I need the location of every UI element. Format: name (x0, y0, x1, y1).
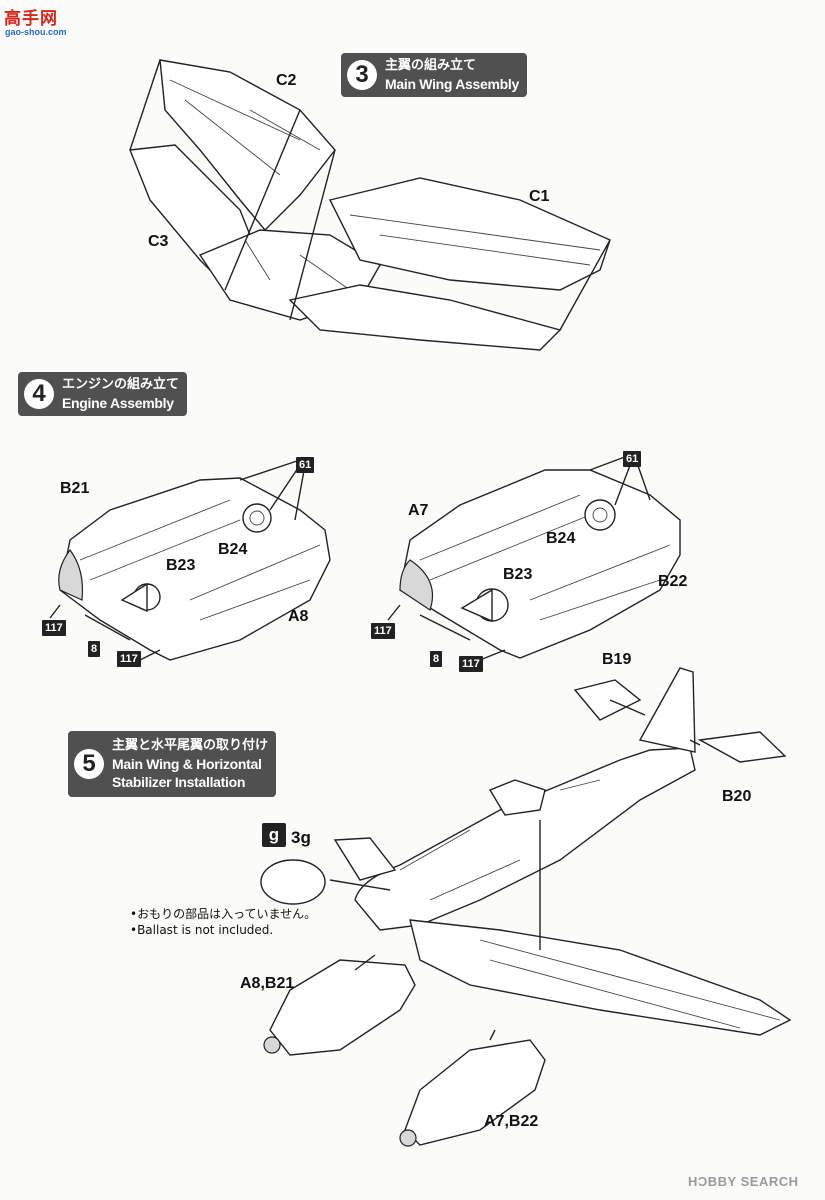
part-label-c2: C2 (276, 72, 297, 89)
engine-label-right: A7,B22 (484, 1113, 539, 1130)
color-code-8-right: 8 (430, 651, 443, 667)
step4-header: 4 エンジンの組み立て Engine Assembly (18, 372, 188, 416)
step3-number: 3 (347, 60, 377, 90)
color-code-61-left: 61 (296, 457, 315, 473)
step4-left-engine-drawing (49, 459, 331, 661)
part-label-b23-right: B23 (503, 566, 533, 583)
color-code-117-left-b: 117 (117, 651, 141, 667)
part-label-a8: A8 (288, 608, 309, 625)
step3-title-en: Main Wing Assembly (385, 76, 519, 92)
part-label-b22: B22 (658, 573, 688, 590)
step4-title-jp: エンジンの組み立て (62, 377, 180, 392)
weight-icon: g (262, 823, 286, 847)
step4-right-engine-drawing (387, 454, 681, 661)
color-code-117-right-b: 117 (459, 656, 483, 672)
part-label-a7: A7 (408, 502, 429, 519)
step4-number: 4 (24, 379, 54, 409)
step4-title-en: Engine Assembly (62, 395, 174, 411)
watermark: HƆBBY SEARCH (688, 1174, 799, 1189)
step5-title-en-line2: Stabilizer Installation (112, 774, 246, 790)
part-label-b24-left: B24 (218, 541, 248, 558)
part-label-b24-right: B24 (546, 530, 576, 547)
logo-chinese-text: 高手网 (4, 9, 58, 29)
step3-header: 3 主翼の組み立て Main Wing Assembly (341, 53, 527, 97)
site-logo: 高手网 gao-shou.com (4, 4, 74, 42)
step5-title-jp: 主翼と水平尾翼の取り付け (112, 738, 269, 753)
ballast-note-jp: •おもりの部品は入っていません。 (130, 907, 317, 921)
engine-label-left: A8,B21 (240, 975, 295, 992)
color-code-8-left: 8 (88, 641, 101, 657)
color-code-61-right: 61 (623, 451, 642, 467)
part-label-c3: C3 (148, 233, 169, 250)
part-label-b20: B20 (722, 788, 752, 805)
step5-header: 5 主翼と水平尾翼の取り付け Main Wing & Horizontal St… (68, 731, 277, 797)
step3-wing-drawing (129, 59, 611, 351)
color-code-117-right-a: 117 (371, 623, 395, 639)
step5-number: 5 (74, 749, 104, 779)
step5-title-en-line1: Main Wing & Horizontal (112, 756, 262, 772)
part-label-b21: B21 (60, 480, 90, 497)
ballast-weight: 3g (291, 828, 311, 847)
part-label-b19: B19 (602, 651, 632, 668)
step3-title-jp: 主翼の組み立て (385, 58, 477, 73)
logo-url-text: gao-shou.com (5, 27, 67, 37)
color-code-117-left-a: 117 (42, 620, 66, 636)
part-label-b23-left: B23 (166, 557, 196, 574)
step5-aircraft-drawing (260, 667, 792, 1147)
ballast-note-en: •Ballast is not included. (130, 923, 274, 937)
part-label-c1: C1 (529, 188, 550, 205)
